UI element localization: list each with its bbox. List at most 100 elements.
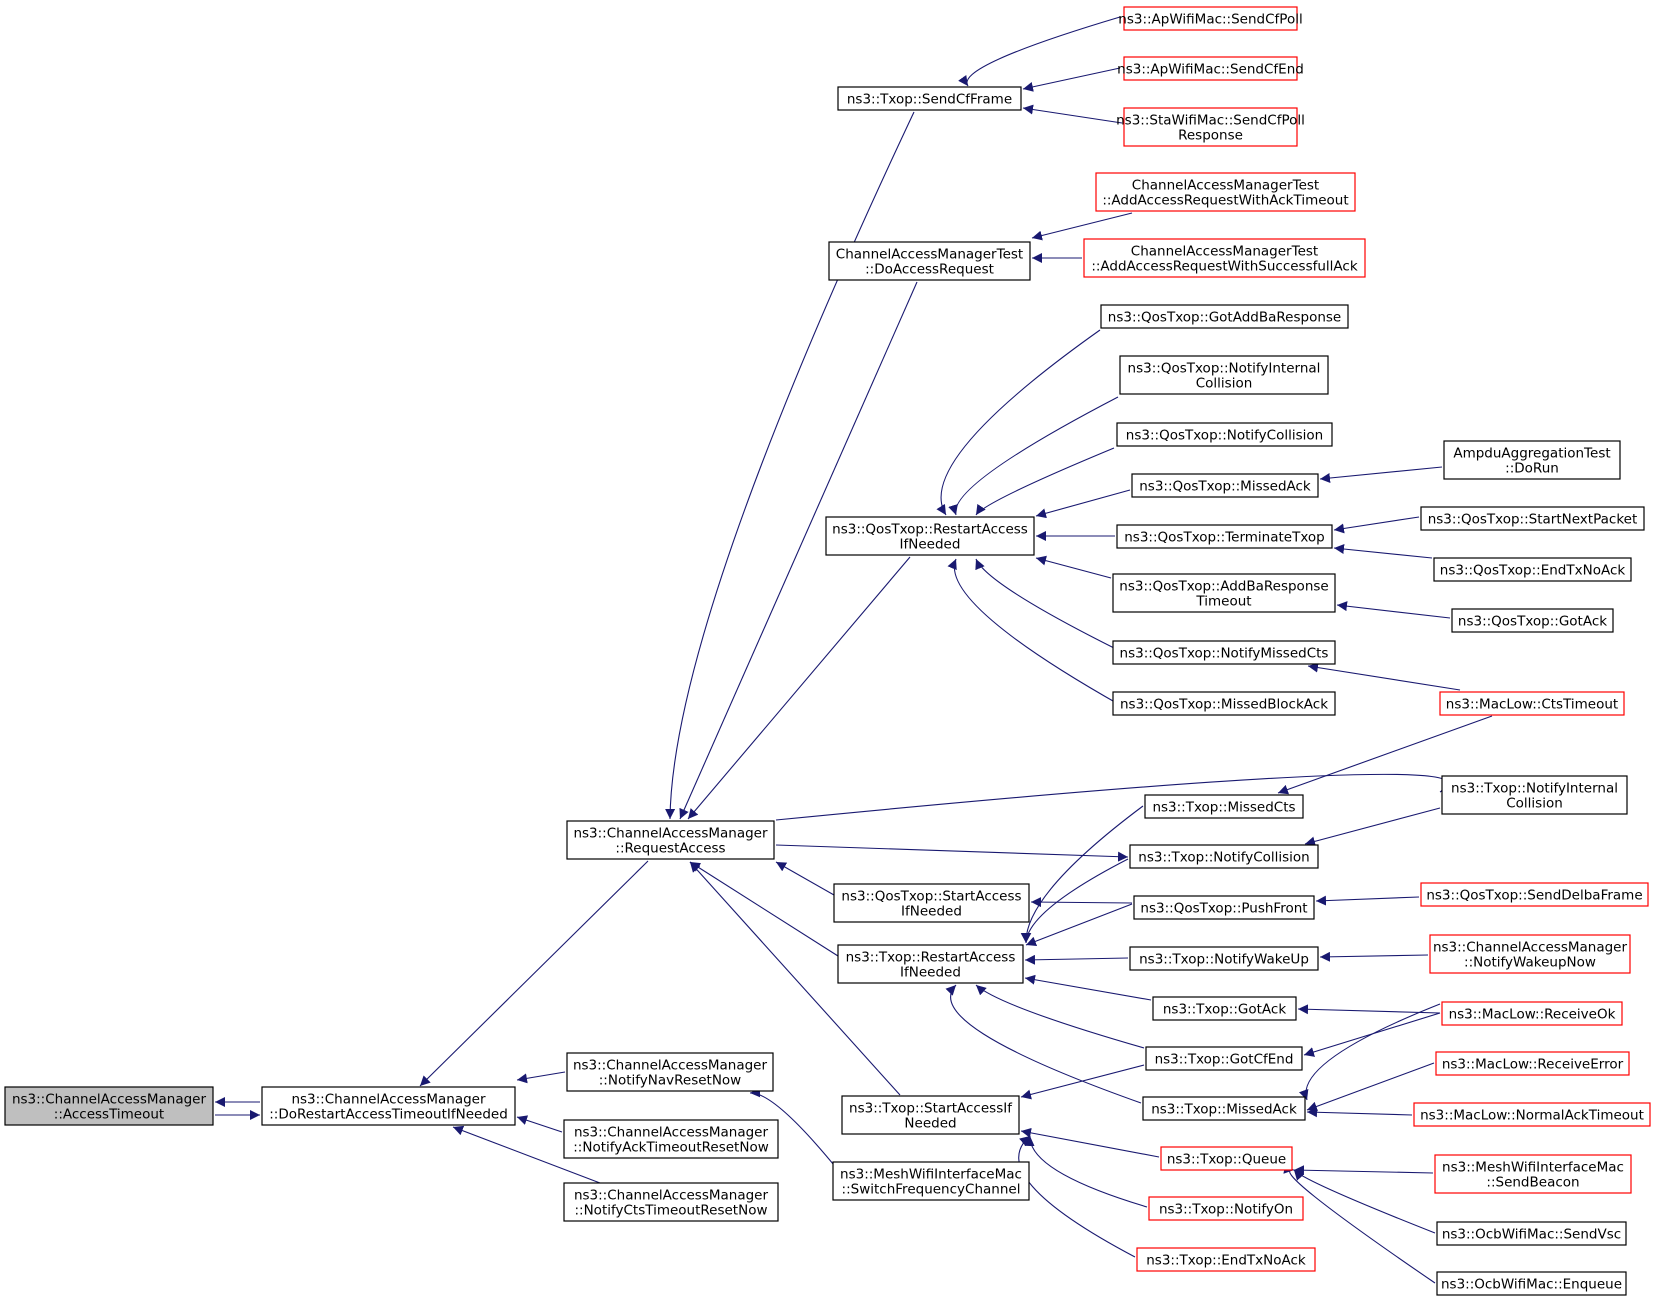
- graph-node-label: ns3::Txop::StartAccessIf: [849, 1101, 1013, 1117]
- graph-node-box: [1152, 996, 1297, 1021]
- graph-node-label: ::NotifyWakeupNow: [1464, 955, 1596, 971]
- call-edge-n13-n4: [749, 1087, 839, 1171]
- call-edge-n19-n9: [936, 329, 1101, 516]
- graph-node[interactable]: AmpduAggregationTest::DoRun: [1443, 440, 1621, 480]
- graph-node[interactable]: ns3::Txop::MissedAck: [1142, 1096, 1306, 1121]
- graph-node[interactable]: ns3::Txop::SendCfFrame: [837, 86, 1022, 111]
- graph-node-label: ns3::ApWifiMac::SendCfEnd: [1117, 62, 1304, 78]
- graph-node-box: [1131, 473, 1319, 498]
- graph-node-box: [1129, 844, 1319, 869]
- call-edge-n38-n23: [1333, 516, 1420, 534]
- graph-node[interactable]: ns3::QosTxop::MissedBlockAck: [1112, 691, 1336, 716]
- graph-node[interactable]: ns3::QosTxop::SendDelbaFrame: [1420, 882, 1649, 907]
- graph-node-box: [1148, 1196, 1304, 1221]
- graph-node[interactable]: ns3::MacLow::NormalAckTimeout: [1413, 1102, 1651, 1127]
- graph-node-label: ns3::QosTxop::AddBaResponse: [1119, 579, 1328, 595]
- graph-node[interactable]: ns3::QosTxop::MissedAck: [1131, 473, 1319, 498]
- call-edge-n49-n34: [1293, 1169, 1436, 1234]
- graph-node[interactable]: ns3::MeshWifiInterfaceMac::SwitchFrequen…: [832, 1161, 1030, 1201]
- graph-node[interactable]: ns3::Txop::MissedCts: [1144, 794, 1304, 819]
- graph-node[interactable]: ns3::ChannelAccessManager::RequestAccess: [566, 820, 775, 860]
- call-edge-n12-n3: [689, 861, 901, 1096]
- call-edge-n46-n33: [1306, 1062, 1435, 1112]
- graph-node-label: ns3::QosTxop::MissedAck: [1139, 479, 1311, 495]
- graph-node[interactable]: ChannelAccessManagerTest::AddAccessReque…: [1095, 172, 1356, 212]
- graph-node[interactable]: ns3::ChannelAccessManager::DoRestartAcce…: [261, 1086, 516, 1126]
- call-edge-n43-n29: [1315, 895, 1420, 906]
- graph-node[interactable]: ns3::QosTxop::GotAck: [1451, 608, 1614, 633]
- graph-node[interactable]: ns3::Txop::Queue: [1160, 1146, 1293, 1171]
- graph-node[interactable]: ns3::Txop::NotifyWakeUp: [1129, 946, 1319, 971]
- graph-node-label: ::AddAccessRequestWithAckTimeout: [1102, 193, 1348, 209]
- graph-node[interactable]: ns3::QosTxop::TerminateTxop: [1116, 524, 1333, 549]
- graph-node-label: ns3::StaWifiMac::SendCfPoll: [1116, 113, 1305, 129]
- graph-node[interactable]: ns3::OcbWifiMac::SendVsc: [1436, 1221, 1627, 1246]
- call-edge-n25-n9: [975, 558, 1119, 651]
- call-edge-n33-n11: [945, 984, 1142, 1104]
- graph-node[interactable]: ns3::MacLow::ReceiveError: [1435, 1051, 1630, 1076]
- graph-node-label: ns3::QosTxop::GotAddBaResponse: [1108, 310, 1341, 326]
- graph-node-label: Timeout: [1195, 594, 1251, 610]
- graph-node[interactable]: ns3::Txop::GotAck: [1152, 996, 1297, 1021]
- graph-node[interactable]: ns3::Txop::EndTxNoAck: [1136, 1247, 1316, 1272]
- call-edge-n34-n12: [1020, 1127, 1160, 1158]
- graph-node-label: IfNeeded: [900, 537, 961, 553]
- call-edge-n20-n9: [948, 396, 1119, 516]
- graph-node[interactable]: ns3::QosTxop::EndTxNoAck: [1433, 557, 1632, 582]
- graph-node-label: ns3::QosTxop::PushFront: [1140, 901, 1307, 917]
- graph-node[interactable]: ns3::ChannelAccessManager::NotifyAckTime…: [563, 1119, 779, 1159]
- graph-node-label: ns3::MacLow::CtsTimeout: [1446, 697, 1618, 713]
- graph-node-box: [1434, 1154, 1632, 1194]
- graph-node-label: ns3::QosTxop::MissedBlockAck: [1120, 697, 1328, 713]
- graph-node-box: [563, 1182, 779, 1222]
- graph-node-box: [1436, 1221, 1627, 1246]
- graph-node-label: ns3::Txop::NotifyWakeUp: [1139, 952, 1309, 968]
- graph-node[interactable]: ns3::Txop::NotifyCollision: [1129, 844, 1319, 869]
- graph-node-label: ::NotifyNavResetNow: [599, 1073, 741, 1089]
- call-edge-n15-n7: [1022, 67, 1121, 92]
- call-edge-n50-n34: [1283, 1163, 1436, 1284]
- graph-node-label: ns3::MacLow::ReceiveOk: [1449, 1007, 1616, 1023]
- graph-node[interactable]: ns3::ChannelAccessManager::NotifyNavRese…: [566, 1052, 774, 1092]
- graph-node[interactable]: ns3::MeshWifiInterfaceMac::SendBeacon: [1434, 1154, 1632, 1194]
- call-edge-n44-n30: [1319, 951, 1429, 962]
- graph-node[interactable]: ns3::MacLow::CtsTimeout: [1439, 691, 1625, 716]
- call-edge-n11-n3: [689, 861, 839, 957]
- graph-node[interactable]: ns3::QosTxop::GotAddBaResponse: [1100, 304, 1349, 329]
- call-edge-n8-n3: [679, 281, 918, 820]
- graph-node[interactable]: ns3::ApWifiMac::SendCfPoll: [1118, 6, 1303, 31]
- graph-node-label: ns3::QosTxop::StartAccess: [841, 889, 1021, 905]
- graph-node[interactable]: ns3::Txop::GotCfEnd: [1145, 1046, 1303, 1071]
- graph-node-label: ns3::ChannelAccessManager: [12, 1092, 207, 1108]
- call-edge-n7-n3: [665, 111, 915, 820]
- graph-node[interactable]: ns3::Txop::NotifyOn: [1148, 1196, 1304, 1221]
- graph-node-box: [1160, 1146, 1293, 1171]
- graph-node-label: ns3::OcbWifiMac::Enqueue: [1441, 1277, 1622, 1293]
- graph-node[interactable]: ChannelAccessManagerTest::DoAccessReques…: [828, 241, 1031, 281]
- graph-node[interactable]: ns3::MacLow::ReceiveOk: [1441, 1001, 1623, 1026]
- graph-node[interactable]: ns3::QosTxop::PushFront: [1133, 895, 1315, 920]
- graph-node-box: [837, 86, 1022, 111]
- graph-node[interactable]: ns3::QosTxop::NotifyCollision: [1116, 422, 1333, 447]
- call-edge-n42-n28: [1304, 807, 1441, 847]
- graph-node[interactable]: ns3::ApWifiMac::SendCfEnd: [1117, 56, 1304, 81]
- call-edge-n39-n23: [1333, 544, 1433, 559]
- graph-node-label: ChannelAccessManagerTest: [836, 247, 1023, 263]
- graph-node-label: ns3::MacLow::NormalAckTimeout: [1420, 1108, 1644, 1124]
- graph-node[interactable]: ns3::ChannelAccessManager::NotifyWakeupN…: [1429, 934, 1631, 974]
- graph-node[interactable]: ChannelAccessManagerTest::AddAccessReque…: [1083, 238, 1366, 278]
- graph-node-label: ns3::Txop::SendCfFrame: [847, 92, 1012, 108]
- graph-node[interactable]: ns3::QosTxop::NotifyMissedCts: [1112, 640, 1336, 665]
- graph-node[interactable]: ns3::QosTxop::StartNextPacket: [1420, 506, 1645, 531]
- graph-node[interactable]: ns3::ChannelAccessManager::NotifyCtsTime…: [563, 1182, 779, 1222]
- graph-node-box: [828, 241, 1031, 281]
- graph-node[interactable]: ns3::OcbWifiMac::Enqueue: [1436, 1271, 1627, 1296]
